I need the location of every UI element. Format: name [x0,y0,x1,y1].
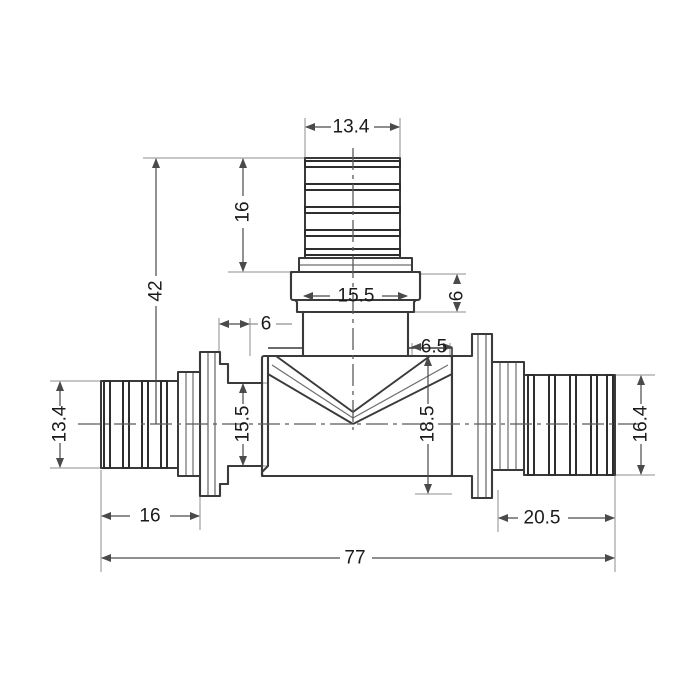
dim-label-77: 77 [344,548,365,569]
dim-label-13-4-top: 13.4 [333,117,370,138]
left-barb-shank [100,380,179,469]
dim-label-42: 42 [146,280,167,301]
dim-label-18-5: 18.5 [418,406,439,443]
dimension-lines [56,123,645,562]
dim-label-16-4: 16.4 [631,405,652,442]
centerlines [78,148,640,430]
dim-label-15-5-body: 15.5 [233,406,254,443]
right-barb-ribs [527,374,614,476]
dimension-labels: 13.4 16 42 15.5 6 6 6.5 13.4 15.5 18.5 1… [50,117,652,569]
dim-label-16-left: 16 [139,506,160,527]
dim-label-6-left: 6 [261,314,272,335]
dim-label-6-5: 6.5 [421,337,447,358]
dim-label-15-5-top: 15.5 [338,286,375,307]
dim-label-6-right: 6 [447,291,468,302]
top-branch-neck [301,310,410,358]
left-shoulder-notch [268,347,304,357]
dim-label-13-4-left: 13.4 [50,405,71,442]
internal-v-fillets [271,364,449,419]
dim-label-16-top: 16 [233,201,254,222]
right-collar-flange [450,332,494,500]
dim-label-20-5: 20.5 [524,508,561,529]
